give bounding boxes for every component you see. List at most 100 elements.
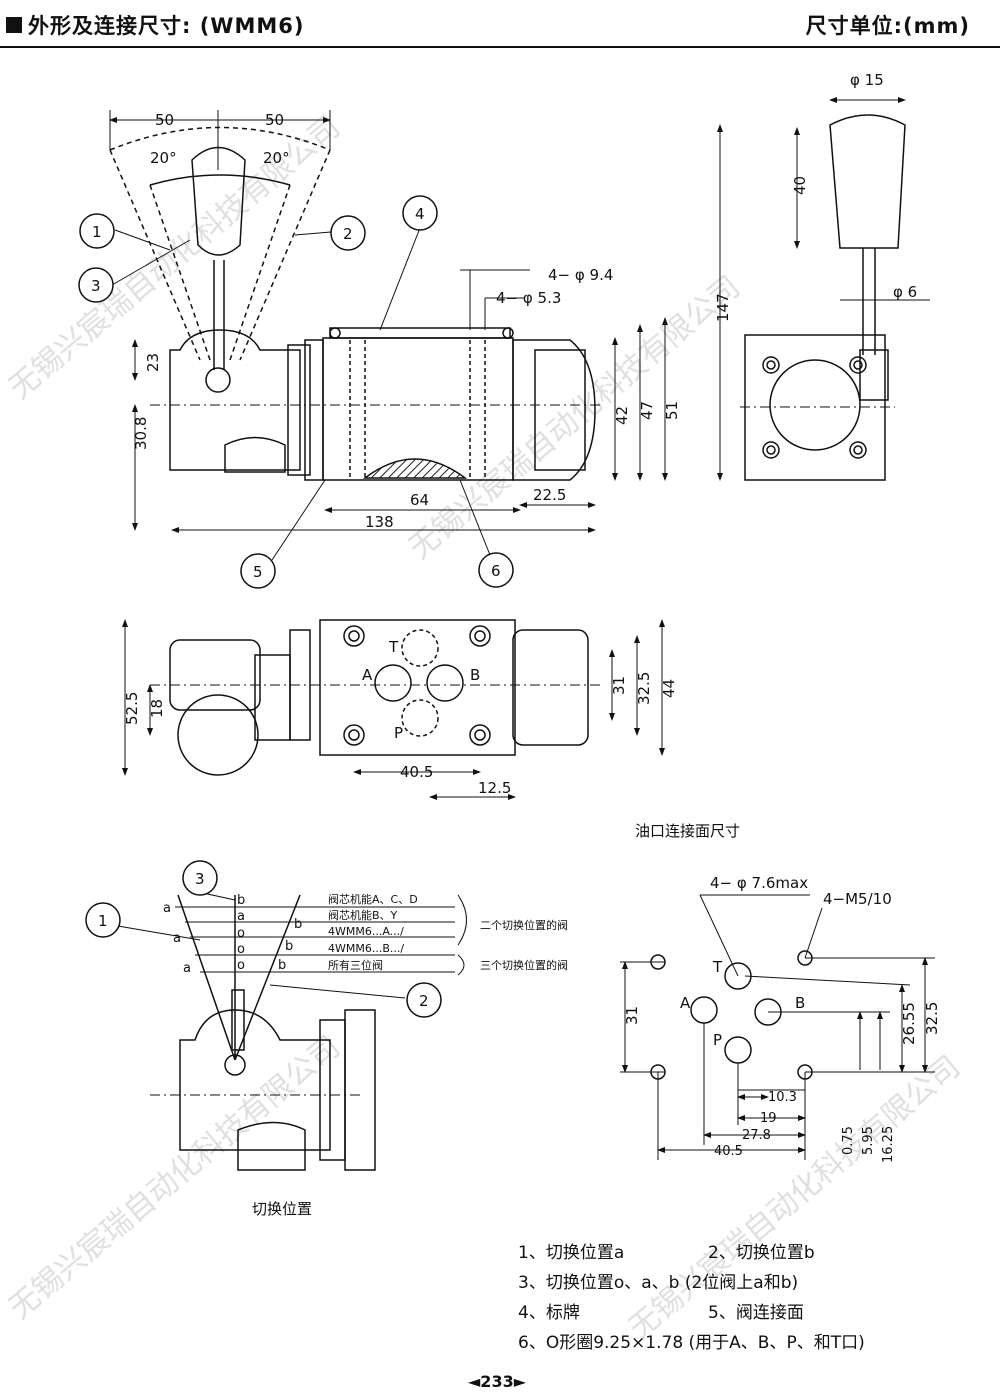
dim-27-8: 27.8	[742, 1128, 771, 1143]
switch-view-caption: 切换位置	[252, 1200, 313, 1218]
letter-a-3: a	[173, 931, 181, 946]
sv-callout-2	[406, 982, 442, 1018]
switch-view-table	[111, 892, 467, 999]
side-view-labels: φ 15 40 147 φ 6	[714, 71, 917, 322]
front-view-dims	[109, 110, 668, 561]
dim-10-3: 10.3	[768, 1090, 797, 1105]
square-bullet-icon	[6, 17, 22, 33]
port-T-pf: T	[712, 958, 723, 976]
header-title: 外形及连接尺寸: (WMM6)	[6, 10, 304, 40]
dim-26-55: 26.55	[900, 1002, 918, 1045]
hole-9-4-label: 4− φ 9.4	[548, 266, 613, 284]
legend-item-6: 6、O形圈9.25×1.78 (用于A、B、P、和T口)	[518, 1333, 865, 1353]
port-face	[650, 950, 813, 1080]
header-unit: 尺寸单位:(mm)	[805, 14, 970, 38]
letter-o-1: o	[237, 926, 245, 941]
legend-item-4: 4、标牌	[518, 1303, 580, 1323]
legend-item-3: 3、切换位置o、a、b (2位阀上a和b)	[518, 1273, 799, 1293]
port-face-caption: 油口连接面尺寸	[635, 822, 740, 840]
dim-18: 18	[148, 699, 166, 718]
o-ring-section	[362, 458, 468, 479]
legend-row-2: 3、切换位置o、a、b (2位阀上a和b)	[518, 1268, 865, 1298]
dim-23: 23	[144, 353, 162, 372]
lower-knob	[224, 436, 286, 473]
callout-5	[240, 553, 276, 589]
letter-b-3: b	[285, 939, 293, 954]
letter-a-4: a	[183, 961, 191, 976]
callout-6-text: 6	[491, 562, 501, 580]
callout-1	[79, 213, 115, 249]
row-5: 所有三位阀	[328, 958, 383, 972]
dim-30-8: 30.8	[132, 417, 150, 450]
end-cap	[512, 339, 596, 481]
callout-1-text: 1	[92, 223, 102, 241]
dim-147: 147	[714, 293, 732, 322]
dim-phi6: φ 6	[893, 283, 917, 301]
swing-arc-outer	[109, 126, 331, 151]
dim-32-5-top: 32.5	[635, 672, 653, 705]
lever-knob	[191, 146, 246, 256]
switch-view-labels: 阀芯机能A、C、D 阀芯机能B、Y 4WMM6...A.../ 4WMM6...…	[163, 892, 568, 976]
port-A-top: A	[362, 666, 373, 684]
dim-0-75: 0.75	[841, 1126, 856, 1155]
dim-138: 138	[365, 513, 394, 531]
callout-5-text: 5	[253, 563, 263, 581]
watermark-text-2: 无锡兴宸瑞自动化科技有限公司	[3, 1029, 347, 1326]
dim-47: 47	[638, 401, 656, 420]
side-view-dims	[717, 97, 930, 481]
legend-item-1: 1、切换位置a	[518, 1243, 625, 1263]
title-text: 外形及连接尺寸: (WMM6)	[28, 14, 305, 38]
callout-6	[478, 552, 514, 588]
legend-row-1: 1、切换位置a 2、切换位置b	[518, 1238, 865, 1268]
dim-40-5-pf: 40.5	[714, 1144, 743, 1159]
port-P-pf: P	[713, 1031, 722, 1049]
dim-5-95: 5.95	[861, 1126, 876, 1155]
dim-51: 51	[663, 401, 681, 420]
sv-callout-2-text: 2	[419, 992, 429, 1010]
group-two-label: 二个切换位置的阀	[480, 918, 568, 932]
row-4: 4WMM6...B.../	[328, 942, 404, 955]
watermark: 无锡兴宸瑞自动化科技有限公司 无锡兴宸瑞自动化科技有限公司 无锡兴宸瑞自动化科技…	[3, 109, 967, 1346]
row-3: 4WMM6...A.../	[328, 925, 404, 938]
dim-50-left: 50	[155, 111, 174, 129]
callout-3	[78, 267, 114, 303]
port-B-pf: B	[795, 994, 805, 1012]
page-number: ◄233►	[468, 1372, 527, 1391]
legend-row-3: 4、标牌 5、阀连接面	[518, 1298, 865, 1328]
callout-3-text: 3	[91, 277, 101, 295]
port-B-top: B	[470, 666, 480, 684]
top-view	[150, 619, 600, 776]
page-header: 外形及连接尺寸: (WMM6) 尺寸单位:(mm)	[0, 0, 1000, 48]
callout-2-text: 2	[343, 225, 353, 243]
switch-view-callout-text: 3 1 2	[98, 870, 429, 1010]
port-face-labels: 油口连接面尺寸 4− φ 7.6max 4−M5/10 31 32.5 26.5…	[623, 822, 941, 1163]
dim-40-5-top: 40.5	[400, 763, 433, 781]
front-view	[109, 126, 600, 481]
dim-12-5: 12.5	[478, 779, 511, 797]
legend-row-4: 6、O形圈9.25×1.78 (用于A、B、P、和T口)	[518, 1328, 865, 1358]
front-view-labels: 50 50 20° 20° 23 30.8 42 47 51 64 22.5 1…	[132, 111, 681, 531]
dim-52-5: 52.5	[123, 692, 141, 725]
dim-22-5: 22.5	[533, 486, 566, 504]
row-2: 阀芯机能B、Y	[328, 908, 398, 922]
dim-19: 19	[760, 1111, 777, 1126]
callout-4-text: 4	[415, 205, 425, 223]
dim-m5: 4−M5/10	[823, 890, 892, 908]
dim-42: 42	[613, 406, 631, 425]
sv-callout-3	[182, 860, 218, 896]
watermark-text-3: 无锡兴宸瑞自动化科技有限公司	[403, 269, 747, 566]
top-view-dims	[122, 619, 665, 800]
dim-hole-7-6: 4− φ 7.6max	[710, 874, 808, 892]
dim-40: 40	[791, 176, 809, 195]
sv-callout-3-text: 3	[195, 870, 205, 888]
dim-50-right: 50	[265, 111, 284, 129]
dim-44: 44	[660, 679, 678, 698]
port-face-dims	[620, 894, 935, 1160]
letter-o-3: o	[237, 958, 245, 973]
port-T-top: T	[388, 638, 399, 656]
top-body	[319, 619, 516, 756]
letter-a-2: a	[237, 909, 245, 924]
dim-20-left: 20°	[150, 149, 177, 167]
port-A-pf: A	[680, 994, 691, 1012]
front-view-callout-text: 1 2 3 4 5 6	[91, 205, 501, 581]
